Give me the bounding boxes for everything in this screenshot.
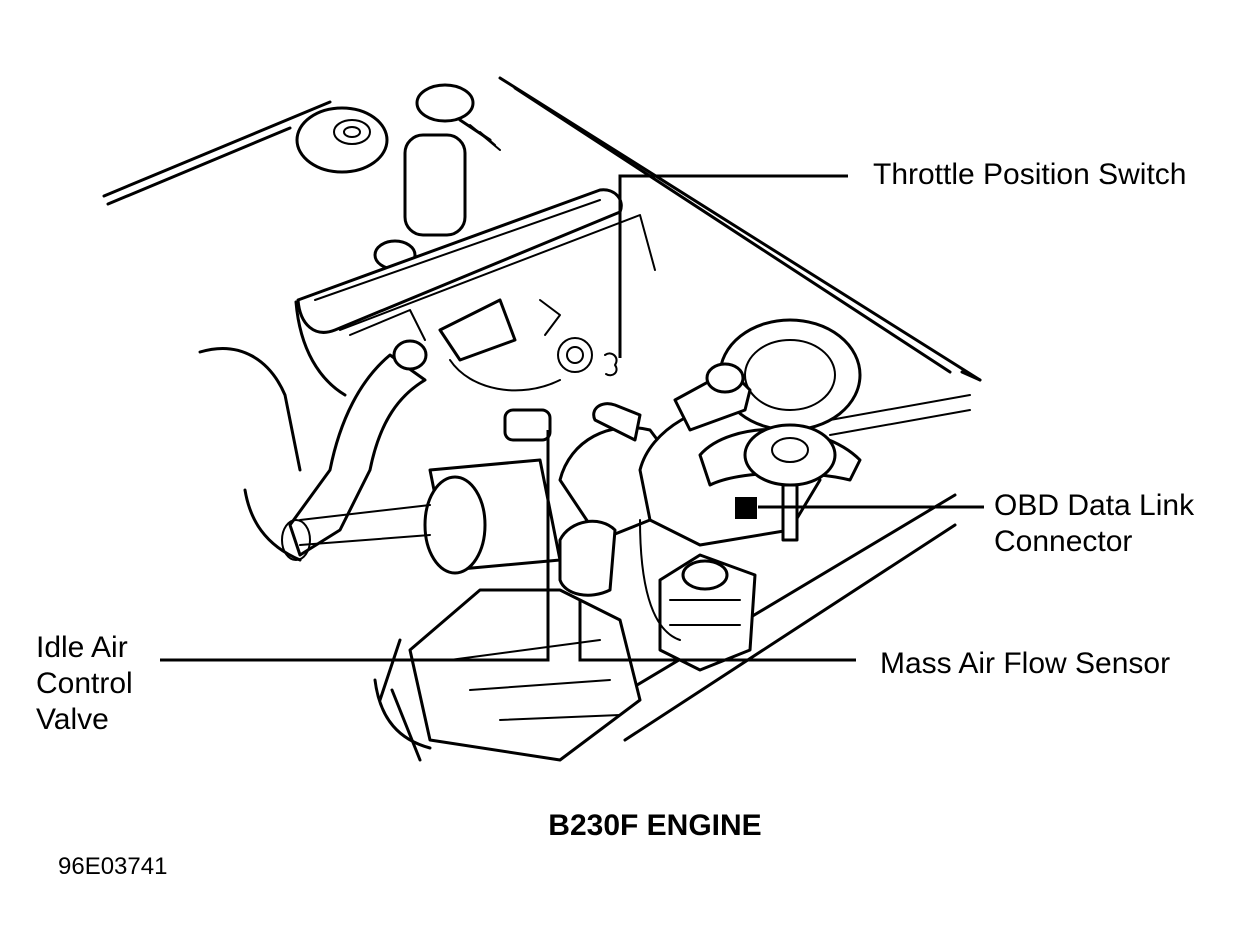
brake-booster — [295, 83, 501, 271]
radiator-hose — [281, 339, 428, 561]
obd-connector-marker — [735, 497, 757, 519]
maf-leader — [578, 600, 856, 662]
label-line: Valve — [36, 703, 109, 736]
label-line: Connector — [994, 525, 1133, 558]
iac-leader — [160, 430, 550, 662]
label-line: OBD Data Link — [994, 489, 1195, 522]
intake-tube — [299, 408, 562, 575]
valve-cover — [294, 188, 656, 397]
figure-caption: B230F ENGINE — [548, 809, 762, 842]
label-throttle-position-switch: Throttle Position Switch — [873, 157, 1186, 193]
label-mass-air-flow-sensor: Mass Air Flow Sensor — [880, 646, 1170, 682]
washer-reservoir — [658, 553, 757, 672]
air-filter-housing — [638, 318, 971, 547]
label-line: Idle Air — [36, 631, 128, 664]
label-line: Throttle Position Switch — [873, 158, 1187, 191]
label-idle-air-control-valve: Idle Air Control Valve — [36, 630, 133, 738]
fender-outline — [102, 76, 982, 762]
tps-leader — [618, 174, 848, 358]
label-line: Mass Air Flow Sensor — [880, 647, 1171, 680]
lower-engine-area — [378, 519, 681, 762]
figure-id: 96E03741 — [58, 853, 168, 880]
label-obd-data-link-connector: OBD Data Link Connector — [994, 488, 1194, 560]
leader-lines — [160, 174, 984, 662]
label-line: Control — [36, 667, 133, 700]
